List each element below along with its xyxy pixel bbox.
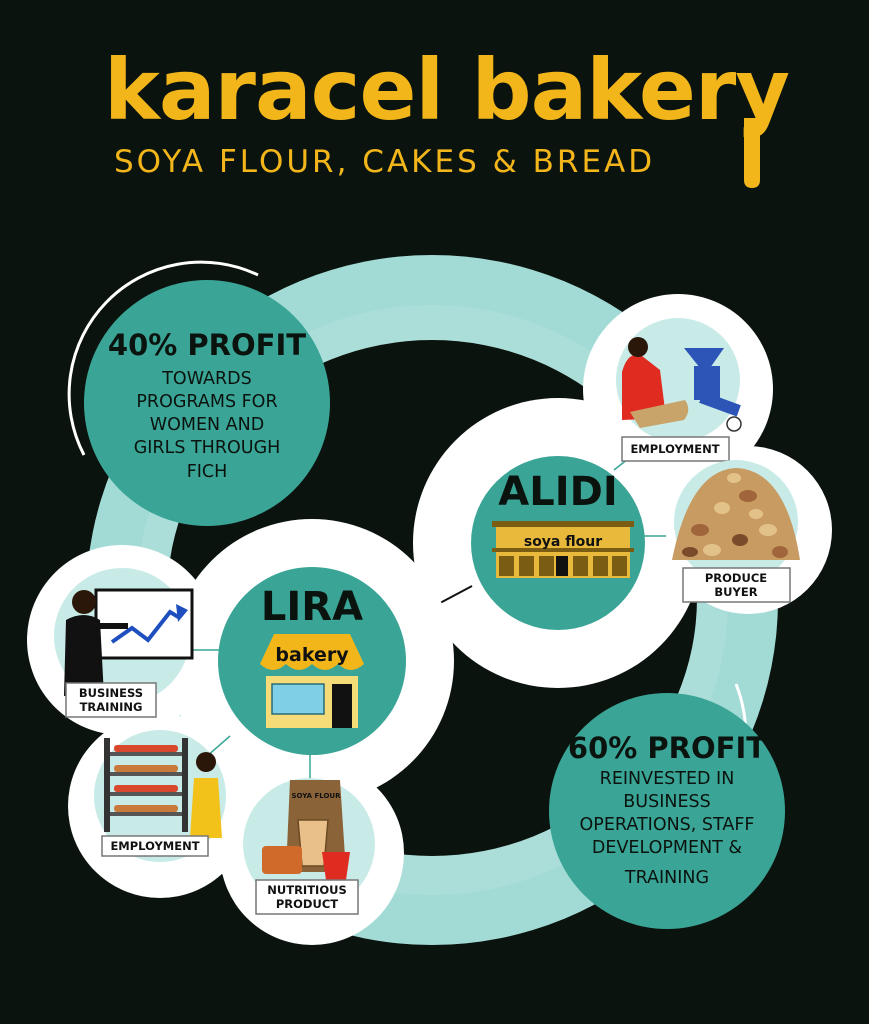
lira-employment-label: EMPLOYMENT <box>110 839 199 853</box>
soya-products-icon: SOYA FLOUR <box>262 780 350 880</box>
produce-buyer-label-line2: BUYER <box>714 585 757 599</box>
lira-title: LIRA <box>261 584 363 630</box>
brand-title-tail <box>744 118 760 188</box>
produce-buyer-label-line1: PRODUCE <box>705 571 767 585</box>
business-training-label-line2: TRAINING <box>80 700 143 714</box>
soybeans-pile-icon <box>672 468 800 560</box>
profit-right-line: DEVELOPMENT & <box>592 838 743 858</box>
soya-flour-shop-icon: soya flour <box>492 521 634 578</box>
profit-left-line: FICH <box>187 462 228 482</box>
profit-right-line: BUSINESS <box>623 792 710 812</box>
nutritious-product-label-line1: NUTRITIOUS <box>267 883 346 897</box>
brand-subtitle: SOYA FLOUR, CAKES & BREAD <box>114 144 655 180</box>
profit-right-line: TRAINING <box>624 868 709 888</box>
lira-shop-sign: bakery <box>275 644 349 666</box>
alidi-cluster: ALIDI soya flour <box>413 294 832 688</box>
header: karacel bakery SOYA FLOUR, CAKES & BREAD <box>104 41 790 188</box>
profit-right-line: REINVESTED IN <box>600 769 735 789</box>
bread-rack-worker-icon <box>104 738 222 838</box>
trainer-chart-icon <box>64 588 194 716</box>
woman-grinding-icon <box>622 337 742 432</box>
alidi-title: ALIDI <box>498 469 617 515</box>
alidi-hub: ALIDI soya flour <box>471 456 645 630</box>
profit-left-line: WOMEN AND <box>150 415 264 435</box>
profit-left-line: PROGRAMS FOR <box>136 392 277 412</box>
profit-left-percent: 40% PROFIT <box>108 328 306 362</box>
lira-business-training: BUSINESS TRAINING <box>54 568 194 718</box>
profit-left-bubble: 40% PROFIT TOWARDS PROGRAMS FOR WOMEN AN… <box>67 260 330 526</box>
alidi-employment: EMPLOYMENT <box>616 318 742 462</box>
lira-hub: LIRA bakery <box>218 567 406 755</box>
nutritious-product-label-line2: PRODUCT <box>276 897 338 911</box>
profit-right-bubble: 60% PROFIT REINVESTED IN BUSINESS OPERAT… <box>549 683 785 929</box>
alidi-produce-buyer: PRODUCE BUYER <box>672 460 800 603</box>
profit-right-line: OPERATIONS, STAFF <box>580 815 755 835</box>
profit-left-line: TOWARDS <box>161 369 252 389</box>
business-training-label-line1: BUSINESS <box>79 686 143 700</box>
bakery-shop-icon: bakery <box>260 634 364 728</box>
product-bag-label: SOYA FLOUR <box>291 792 341 800</box>
lira-cluster: LIRA bakery BUSI <box>27 519 454 945</box>
profit-left-line: GIRLS THROUGH <box>134 438 281 458</box>
profit-left-arc <box>67 260 259 456</box>
alidi-employment-label: EMPLOYMENT <box>630 442 719 456</box>
lira-nutritious-product: SOYA FLOUR NUTRITIOUS PRODUCT <box>243 778 375 915</box>
profit-right-percent: 60% PROFIT <box>568 731 766 765</box>
brand-title: karacel bakery <box>104 41 789 139</box>
lira-employment: EMPLOYMENT <box>94 730 226 862</box>
alidi-shop-sign: soya flour <box>524 534 602 550</box>
